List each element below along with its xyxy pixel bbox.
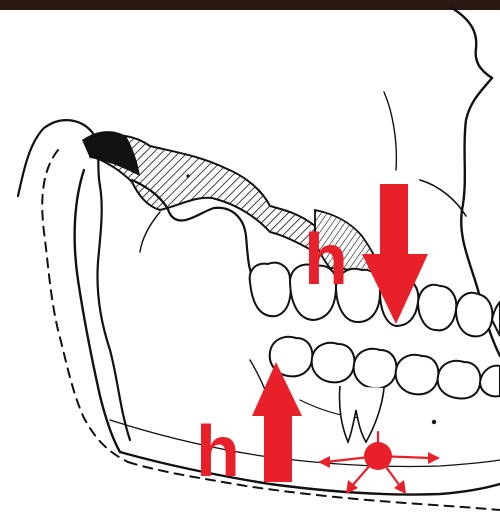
lower-teeth (270, 337, 500, 399)
radiating-arrows-icon (318, 432, 440, 494)
top-band (0, 0, 500, 10)
lower-h-label: h (196, 412, 240, 492)
upper-h-label: h (304, 220, 348, 300)
arrow-up-icon (252, 362, 302, 482)
